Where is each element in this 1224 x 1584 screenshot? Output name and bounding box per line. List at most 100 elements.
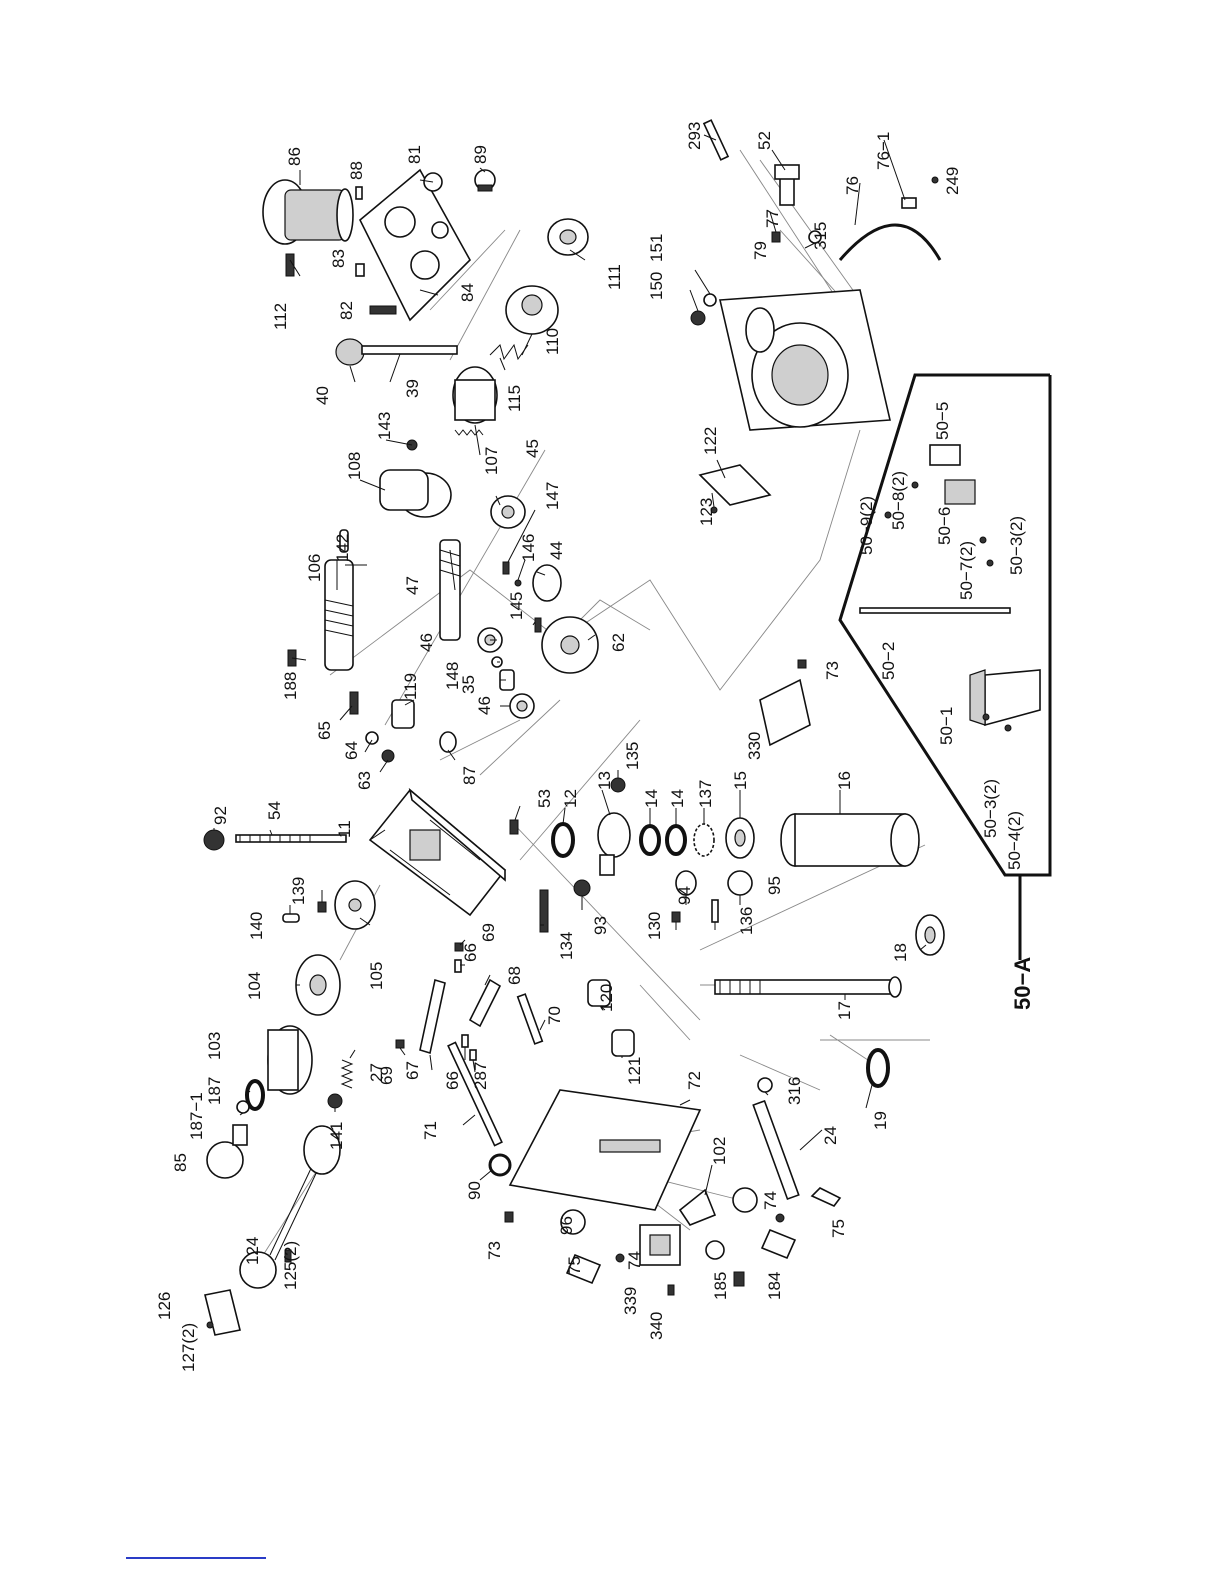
callout-27: 27	[367, 1063, 386, 1082]
gear-sleeve-107	[452, 366, 498, 436]
lever-75a	[565, 1253, 602, 1285]
callout-69a: 69	[479, 923, 498, 942]
screw-50-3a	[982, 713, 990, 721]
screw-65	[349, 691, 359, 715]
nut-95	[727, 870, 753, 896]
callout-73a: 73	[485, 1241, 504, 1260]
callout-50-5: 50−5	[933, 402, 952, 440]
callout-62: 62	[609, 633, 628, 652]
pin-66b	[461, 1034, 469, 1048]
screw-69b	[395, 1039, 405, 1049]
callout-127: 127(2)	[179, 1323, 198, 1372]
callout-52: 52	[755, 131, 774, 150]
assembly-label-50-A: 50−A	[1010, 957, 1035, 1010]
callout-76: 76	[843, 176, 862, 195]
callout-14a: 14	[642, 789, 661, 808]
guard-330	[759, 678, 811, 747]
clamp-13	[597, 812, 631, 876]
ball-146	[514, 579, 522, 587]
screw-127	[206, 1321, 214, 1329]
handle-knob-40	[335, 338, 458, 366]
screw-139	[317, 901, 327, 913]
switch-box-339	[639, 1224, 681, 1266]
callout-111: 111	[605, 264, 624, 290]
gear-62	[541, 616, 599, 674]
key-142	[339, 529, 349, 553]
pin-287	[469, 1049, 477, 1061]
shaft-24	[752, 1099, 842, 1207]
callout-11: 11	[335, 820, 354, 838]
screw-125	[284, 1249, 292, 1263]
callout-67: 67	[403, 1061, 422, 1080]
callout-105: 105	[367, 962, 386, 990]
screw-50-7	[986, 559, 994, 567]
screw-50-4	[1004, 724, 1012, 732]
screw-53	[509, 819, 519, 835]
callout-47: 47	[403, 576, 422, 595]
callout-249: 249	[943, 167, 962, 195]
callout-44: 44	[547, 541, 566, 560]
callout-79: 79	[751, 241, 770, 260]
callout-142: 142	[333, 534, 352, 562]
screw-82	[369, 305, 397, 315]
collar-96	[560, 1209, 586, 1235]
bearing-46b	[509, 693, 535, 719]
bushing-121	[611, 1029, 635, 1057]
callout-108: 108	[345, 452, 364, 480]
callout-68: 68	[505, 966, 524, 985]
callout-16: 16	[835, 771, 854, 790]
chuck-guard-50-1	[969, 669, 1041, 727]
callout-81: 81	[405, 145, 424, 164]
screw-184	[733, 1271, 745, 1287]
assembly-frame-50-A	[838, 373, 1052, 960]
pin-83	[355, 263, 365, 277]
callout-53: 53	[535, 789, 554, 808]
screw-69a	[454, 942, 464, 952]
callout-287: 287	[471, 1062, 490, 1090]
motor-pulley-86	[262, 179, 354, 245]
knob-89	[474, 169, 496, 192]
pin-88	[355, 186, 363, 200]
head-casting-11	[368, 787, 507, 917]
callout-146: 146	[519, 534, 538, 562]
callout-14b: 14	[668, 789, 687, 808]
washer-14b	[665, 824, 687, 856]
cover-plate-122	[698, 464, 772, 506]
callout-63: 63	[355, 771, 374, 790]
callout-76-1: 76−1	[874, 132, 893, 170]
callout-130: 130	[645, 912, 664, 940]
lever-67	[419, 978, 446, 1055]
block-50-5	[929, 444, 961, 466]
lock-washer-137	[693, 823, 715, 857]
hub-104	[295, 954, 341, 1016]
footer-rule	[126, 1557, 266, 1559]
callout-122: 122	[701, 427, 720, 455]
callout-86: 86	[285, 147, 304, 166]
callout-39: 39	[403, 379, 422, 398]
washer-74a	[615, 1253, 625, 1263]
rod-50-2	[859, 607, 1011, 614]
callout-87: 87	[460, 766, 479, 785]
shaft-71	[447, 1041, 503, 1147]
callout-339: 339	[621, 1287, 640, 1315]
callout-85: 85	[171, 1153, 190, 1172]
callout-82: 82	[337, 301, 356, 320]
callout-12: 12	[561, 789, 580, 808]
washer-316	[757, 1077, 773, 1093]
bolt-52	[774, 164, 800, 206]
callout-316: 316	[785, 1077, 804, 1105]
callout-15: 15	[731, 771, 750, 790]
screw-50-9	[884, 511, 892, 519]
screw-73b	[797, 659, 807, 669]
callout-84: 84	[458, 283, 477, 302]
housing-108	[379, 469, 452, 518]
callout-137: 137	[696, 780, 715, 808]
sleeve-119	[391, 699, 415, 729]
callout-72: 72	[685, 1071, 704, 1090]
callout-107: 107	[482, 447, 501, 475]
callout-126: 126	[155, 1292, 174, 1320]
callout-66b: 66	[443, 1071, 462, 1090]
shaft-70	[516, 993, 544, 1045]
screw-50-3b	[979, 536, 987, 544]
